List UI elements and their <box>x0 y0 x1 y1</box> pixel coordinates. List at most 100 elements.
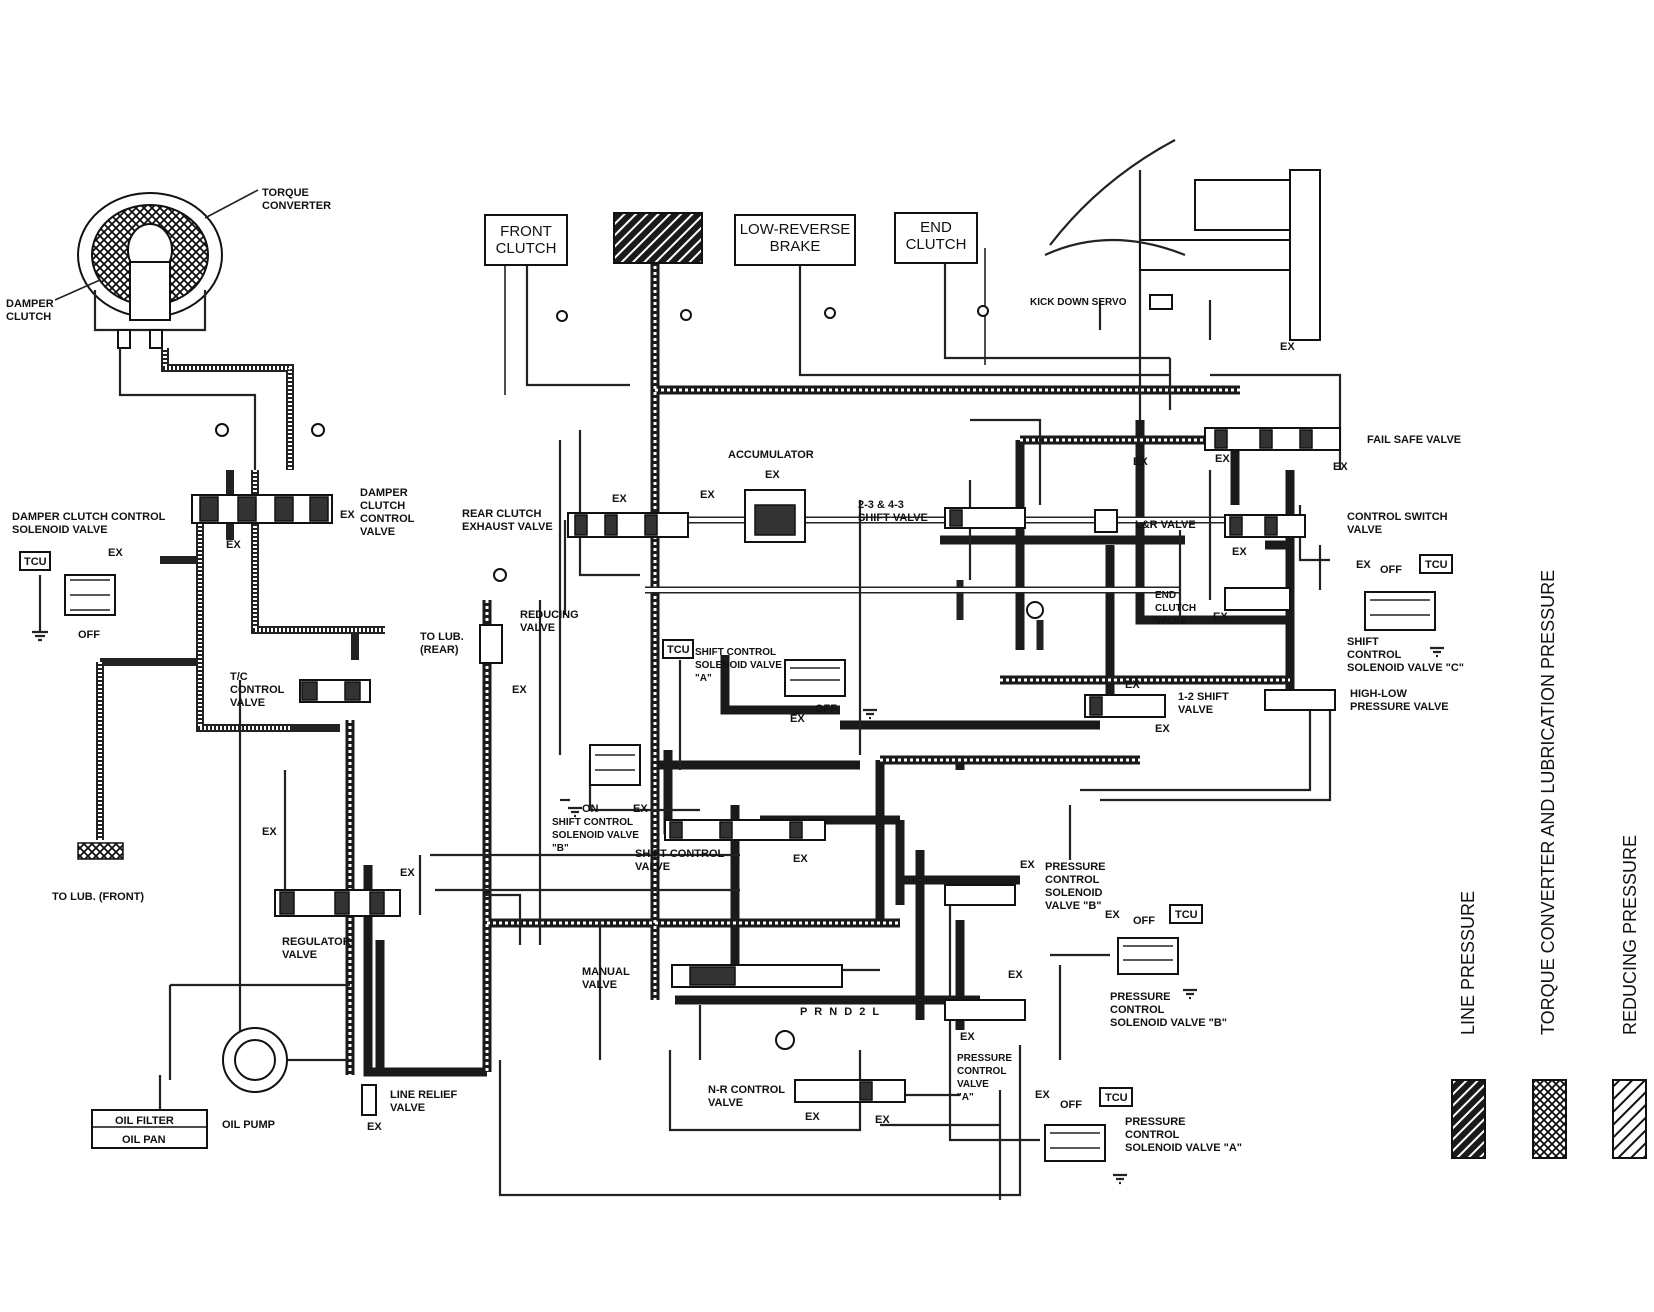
ex-marker: EX <box>108 547 123 559</box>
ex-marker: EX <box>805 1111 820 1123</box>
pressure-control-solenoid-b <box>1117 937 1179 975</box>
ex-marker: EX <box>1213 611 1228 623</box>
svg-text:TCU: TCU <box>24 556 47 568</box>
accumulator-label: ACCUMULATOR <box>728 449 814 461</box>
ex-marker: EX <box>1155 723 1170 735</box>
kick-down-servo-label: KICK DOWN SERVO <box>1030 297 1127 308</box>
ex-marker: EX <box>400 867 415 879</box>
ex-marker: EX <box>790 713 805 725</box>
ex-marker: EX <box>1035 1089 1050 1101</box>
ex-marker: EX <box>1105 909 1120 921</box>
ex-marker: EX <box>633 803 648 815</box>
ex-marker: EX <box>1333 461 1348 473</box>
ex-marker: EX <box>340 509 355 521</box>
shift-control-solenoid-c <box>1364 591 1436 631</box>
ex-marker: EX <box>875 1114 890 1126</box>
ex-marker: EX <box>700 489 715 501</box>
tcu-box: TCU <box>1419 554 1453 574</box>
ex-marker: EX <box>1008 969 1023 981</box>
solenoid-valves <box>38 568 1436 1162</box>
shift-control-solenoid-a <box>784 659 846 697</box>
ex-marker: EX <box>1020 859 1035 871</box>
tcu-box: TCU <box>662 639 694 659</box>
off-marker: OFF <box>815 703 837 715</box>
svg-text:REDUCING PRESSURE: REDUCING PRESSURE <box>1620 835 1640 1035</box>
valve-bodies <box>91 139 1341 1149</box>
legend: LINE PRESSURE TORQUE CONVERTER AND LUBRI… <box>1451 570 1647 1159</box>
oil-pump-label: OIL PUMP <box>222 1119 275 1131</box>
svg-text:TCU: TCU <box>1105 1092 1128 1104</box>
svg-text:LINE PRESSURE: LINE PRESSURE <box>1458 891 1478 1035</box>
ex-marker: EX <box>226 539 241 551</box>
svg-text:TCU: TCU <box>1175 909 1198 921</box>
ex-marker: EX <box>960 1031 975 1043</box>
oil-filter-label: OIL FILTER <box>115 1115 174 1127</box>
markers: EX EX EX OFF EX EX EX EX EX EX EX EX OFF… <box>19 341 1453 1133</box>
off-marker: OFF <box>1060 1099 1082 1111</box>
ground-symbols <box>32 630 1444 1185</box>
off-marker: OFF <box>1380 564 1402 576</box>
to-lub-rear-label: TO LUB.(REAR) <box>420 631 464 656</box>
ex-marker: EX <box>367 1121 382 1133</box>
torque-converter <box>54 189 259 349</box>
thin-passages <box>118 170 1342 1200</box>
legend-line-pressure: LINE PRESSURE <box>1451 891 1486 1159</box>
to-lub-front-label: TO LUB. (FRONT) <box>52 891 144 903</box>
ex-marker: EX <box>1232 546 1247 558</box>
off-marker: OFF <box>78 629 100 641</box>
svg-text:TORQUE CONVERTER AND LUBRICATI: TORQUE CONVERTER AND LUBRICATION PRESSUR… <box>1538 570 1558 1035</box>
fail-safe-valve-label: FAIL SAFE VALVE <box>1367 434 1461 446</box>
gear-positions-label: P R N D 2 L <box>800 1006 881 1018</box>
damper-clutch-solenoid <box>38 574 116 632</box>
ex-marker: EX <box>1280 341 1295 353</box>
ex-marker: EX <box>612 493 627 505</box>
top-boxes <box>215 212 989 437</box>
ex-marker: EX <box>1125 679 1140 691</box>
svg-text:TCU: TCU <box>667 644 690 656</box>
svg-text:TCU: TCU <box>1425 559 1448 571</box>
oil-pan-label: OIL PAN <box>122 1134 166 1146</box>
tc-lubrication-passages <box>77 348 385 860</box>
on-marker: ON <box>582 803 599 815</box>
lr-valve-label: L&R VALVE <box>1135 519 1196 531</box>
legend-tc-pressure: TORQUE CONVERTER AND LUBRICATION PRESSUR… <box>1532 570 1567 1159</box>
ex-marker: EX <box>1356 559 1371 571</box>
ex-marker: EX <box>793 853 808 865</box>
tcu-box: TCU <box>1099 1087 1133 1107</box>
ex-marker: EX <box>765 469 780 481</box>
tcu-box: TCU <box>19 551 51 571</box>
ex-marker: EX <box>262 826 277 838</box>
shift-control-solenoid-b <box>589 744 641 786</box>
ex-marker: EX <box>1133 456 1148 468</box>
off-marker: OFF <box>1133 915 1155 927</box>
ex-marker: EX <box>1215 453 1230 465</box>
